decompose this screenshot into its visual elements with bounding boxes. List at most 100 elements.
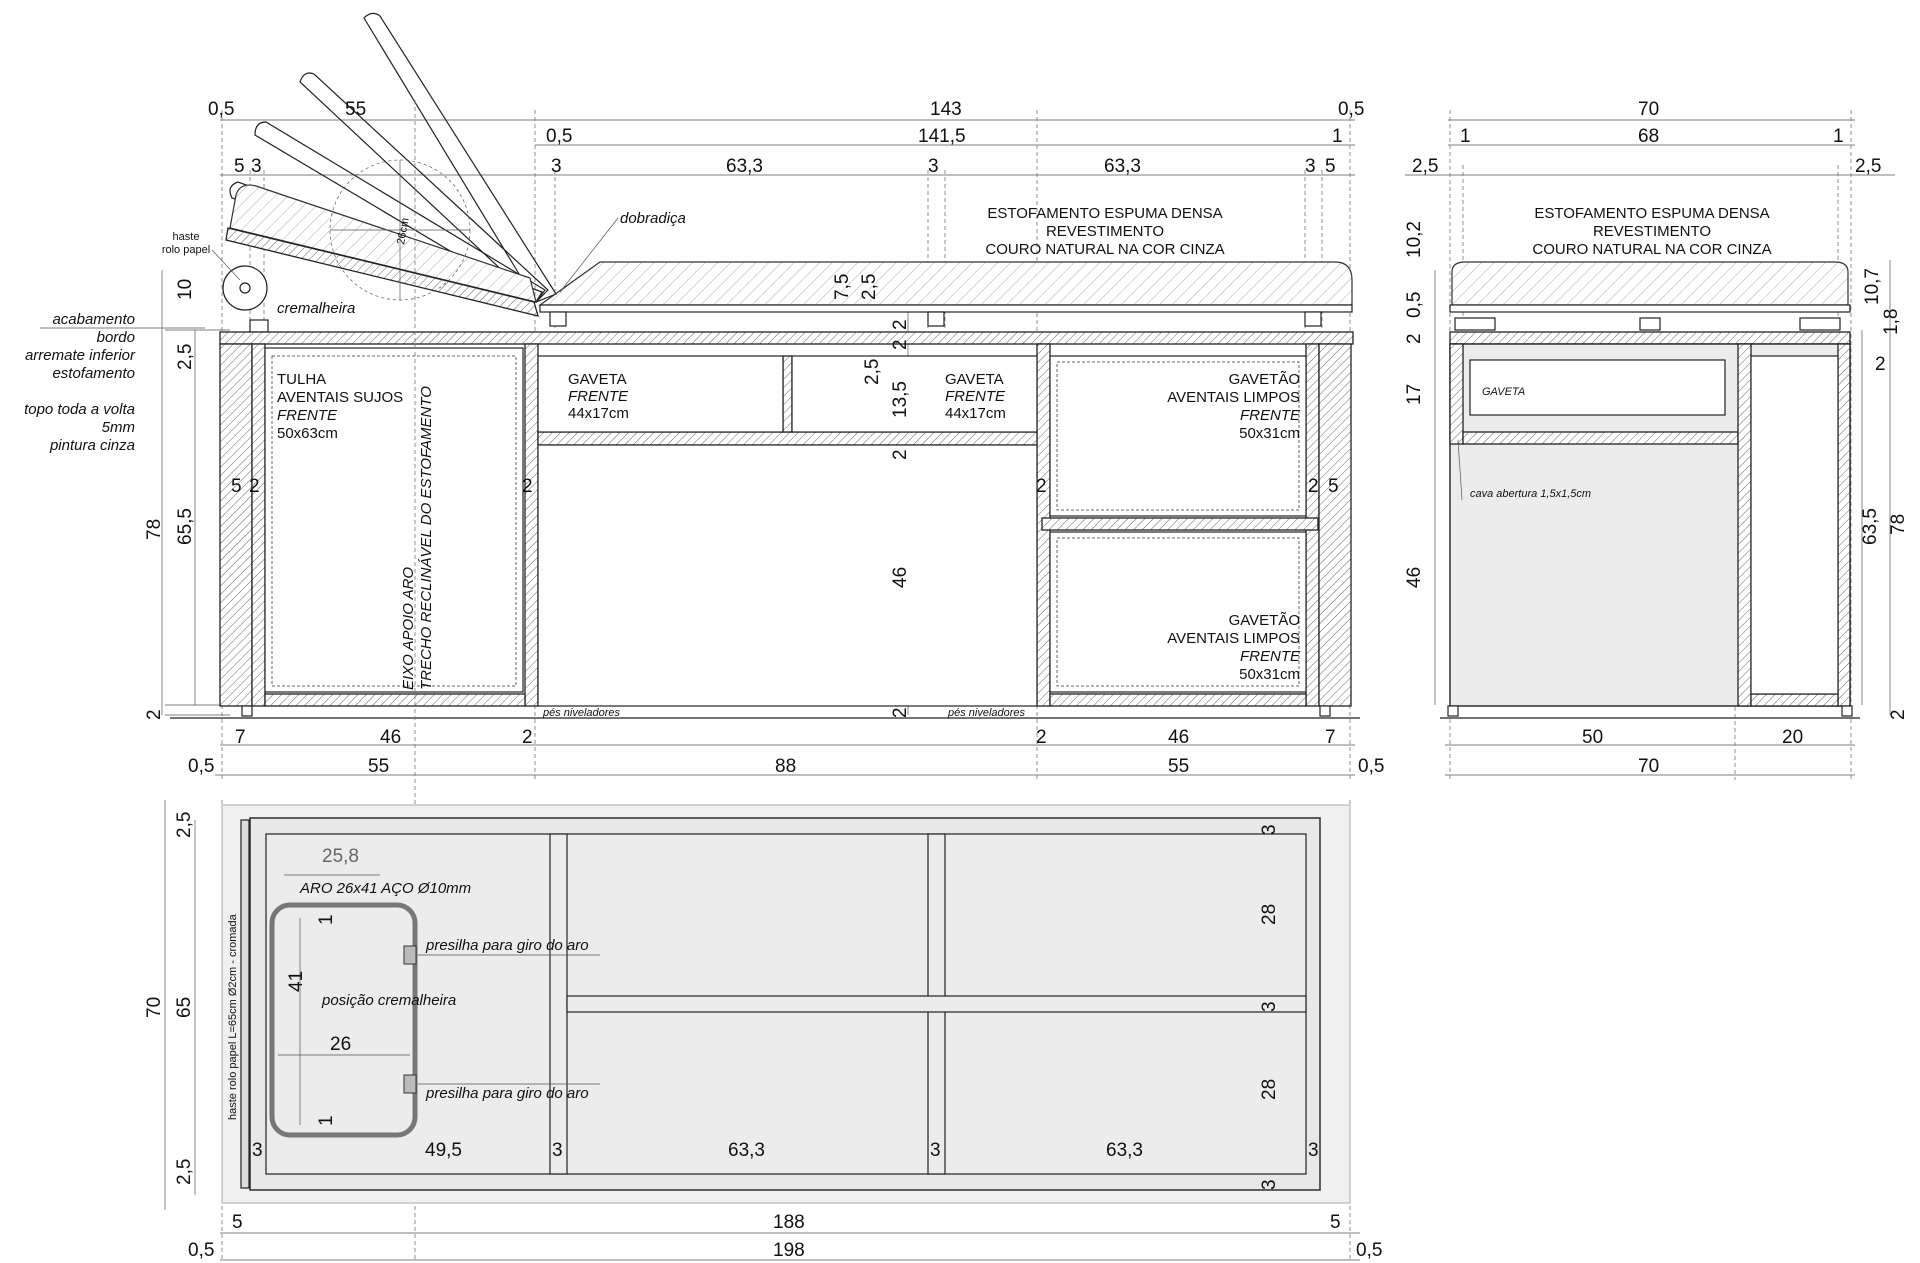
side-upholstery-note: ESTOFAMENTO ESPUMA DENSA REVESTIMENTO CO… xyxy=(1532,205,1771,258)
svg-text:TRECHO RECLINÁVEL DO ESTOFAMEN: TRECHO RECLINÁVEL DO ESTOFAMENTO xyxy=(418,386,435,690)
svg-text:198: 198 xyxy=(773,1240,805,1261)
plan-bottom-dimensions: 5 188 5 0,5 198 0,5 xyxy=(188,1212,1382,1261)
aro-height-label: 41 xyxy=(286,971,307,992)
rod-label: haste rolo papel L=65cm Ø2cm - cromada xyxy=(227,913,239,1120)
svg-text:44x17cm: 44x17cm xyxy=(945,405,1006,422)
gavetao-2-label: GAVETÃO AVENTAIS LIMPOS FRENTE 50x31cm xyxy=(1167,612,1301,683)
svg-text:EIXO APOIO ARO: EIXO APOIO ARO xyxy=(400,567,417,690)
tulha-label: TULHA AVENTAIS SUJOS FRENTE 50x63cm xyxy=(277,371,403,442)
svg-text:acabamento: acabamento xyxy=(52,311,135,328)
side-elevation: GAVETA cava abertura 1,5x1,5cm ESTOFAMEN… xyxy=(1404,99,1909,780)
svg-text:46: 46 xyxy=(380,727,401,748)
svg-text:44x17cm: 44x17cm xyxy=(568,405,629,422)
svg-text:10: 10 xyxy=(175,279,196,300)
svg-text:2: 2 xyxy=(890,449,911,460)
left-inner-wall xyxy=(251,343,266,707)
svg-text:FRENTE: FRENTE xyxy=(1240,407,1301,424)
svg-text:REVESTIMENTO: REVESTIMENTO xyxy=(1593,223,1711,240)
gaveta-1-label: GAVETA FRENTE 44x17cm xyxy=(568,371,629,422)
dim-front-63-3-b: 63,3 xyxy=(1104,156,1141,177)
svg-text:COURO NATURAL NA COR CINZA: COURO NATURAL NA COR CINZA xyxy=(985,241,1224,258)
svg-text:2,5: 2,5 xyxy=(862,359,883,385)
svg-text:13,5: 13,5 xyxy=(890,381,911,418)
drawer-divider xyxy=(782,355,793,433)
svg-text:bordo: bordo xyxy=(97,329,135,346)
svg-text:28: 28 xyxy=(1259,904,1280,925)
svg-text:2,5: 2,5 xyxy=(174,1159,195,1185)
svg-text:20: 20 xyxy=(1782,727,1803,748)
svg-text:5: 5 xyxy=(1328,476,1339,497)
svg-text:7: 7 xyxy=(1325,727,1336,748)
gavetao-2-front xyxy=(1049,531,1307,693)
svg-text:7,5: 7,5 xyxy=(832,274,853,300)
aro-label: ARO 26x41 AÇO Ø10mm xyxy=(299,880,471,897)
svg-text:arremate inferior: arremate inferior xyxy=(25,347,136,364)
dim-front-0-5-b: 0,5 xyxy=(546,126,572,147)
svg-text:2: 2 xyxy=(522,476,533,497)
angle-label: 26cm xyxy=(395,217,411,246)
svg-text:2: 2 xyxy=(890,707,911,718)
dim-front-1: 1 xyxy=(1332,126,1343,147)
dim-front-0-5-left: 0,5 xyxy=(208,99,234,120)
side-top-panel xyxy=(1449,331,1851,345)
svg-text:REVESTIMENTO: REVESTIMENTO xyxy=(1046,223,1164,240)
reclining-backrest-positions xyxy=(225,12,557,317)
cushion-spacer-3 xyxy=(1304,311,1322,327)
gaveta-1-front xyxy=(537,355,784,433)
dim-front-5-b: 5 xyxy=(1325,156,1336,177)
dim-front-3-c: 3 xyxy=(928,156,939,177)
svg-text:GAVETA: GAVETA xyxy=(568,371,627,388)
svg-text:2: 2 xyxy=(1875,354,1886,375)
side-cushion xyxy=(1451,261,1849,306)
dim-front-5-a: 5 xyxy=(234,156,245,177)
svg-text:2: 2 xyxy=(144,709,165,720)
svg-text:AVENTAIS LIMPOS: AVENTAIS LIMPOS xyxy=(1167,389,1300,406)
svg-text:2: 2 xyxy=(890,319,911,330)
dim-front-0-5-right: 0,5 xyxy=(1338,99,1364,120)
svg-text:28: 28 xyxy=(1259,1079,1280,1100)
bottom-panel-right xyxy=(1049,693,1307,707)
front-left-dimensions: 10 2,5 78 65,5 2 xyxy=(144,279,196,720)
dim-front-3-a: 3 xyxy=(251,156,262,177)
svg-text:1: 1 xyxy=(316,914,337,925)
svg-text:65,5: 65,5 xyxy=(175,508,196,545)
svg-text:88: 88 xyxy=(775,756,796,777)
side-drawer xyxy=(1469,359,1726,416)
svg-text:FRENTE: FRENTE xyxy=(945,388,1006,405)
rack-position-label: posição cremalheira xyxy=(321,992,456,1009)
open-compartment xyxy=(537,444,1038,707)
svg-text:63,3: 63,3 xyxy=(1106,1140,1143,1161)
svg-text:2,5: 2,5 xyxy=(174,812,195,838)
dim-front-3-d: 3 xyxy=(1305,156,1316,177)
svg-text:46: 46 xyxy=(890,567,911,588)
svg-text:2: 2 xyxy=(1404,333,1425,344)
svg-text:2: 2 xyxy=(1308,476,1319,497)
svg-text:5: 5 xyxy=(231,476,242,497)
svg-text:GAVETÃO: GAVETÃO xyxy=(1229,612,1300,629)
svg-text:FRENTE: FRENTE xyxy=(1240,648,1301,665)
dim-front-63-3-a: 63,3 xyxy=(726,156,763,177)
svg-text:188: 188 xyxy=(773,1212,805,1233)
feet-label-right: pés niveladores xyxy=(947,707,1026,719)
svg-text:FRENTE: FRENTE xyxy=(568,388,629,405)
svg-text:5: 5 xyxy=(232,1212,243,1233)
svg-text:68: 68 xyxy=(1638,126,1659,147)
finish-notes: acabamento bordo arremate inferior estof… xyxy=(24,311,205,454)
svg-text:2,5: 2,5 xyxy=(859,274,880,300)
svg-text:3: 3 xyxy=(1259,1001,1280,1012)
svg-text:46: 46 xyxy=(1168,727,1189,748)
clip-label-1: presilha para giro do aro xyxy=(425,937,589,954)
svg-text:GAVETA: GAVETA xyxy=(945,371,1004,388)
svg-text:AVENTAIS LIMPOS: AVENTAIS LIMPOS xyxy=(1167,630,1300,647)
bottom-panel-left xyxy=(264,693,526,707)
svg-text:0,5: 0,5 xyxy=(1404,292,1425,318)
svg-text:55: 55 xyxy=(368,756,389,777)
svg-text:2: 2 xyxy=(890,339,911,350)
cushion-base-board xyxy=(539,304,1353,313)
left-outer-wall xyxy=(219,343,253,707)
dim-front-55: 55 xyxy=(345,99,366,120)
svg-text:78: 78 xyxy=(1888,514,1909,535)
svg-text:FRENTE: FRENTE xyxy=(277,407,338,424)
svg-text:TULHA: TULHA xyxy=(277,371,326,388)
